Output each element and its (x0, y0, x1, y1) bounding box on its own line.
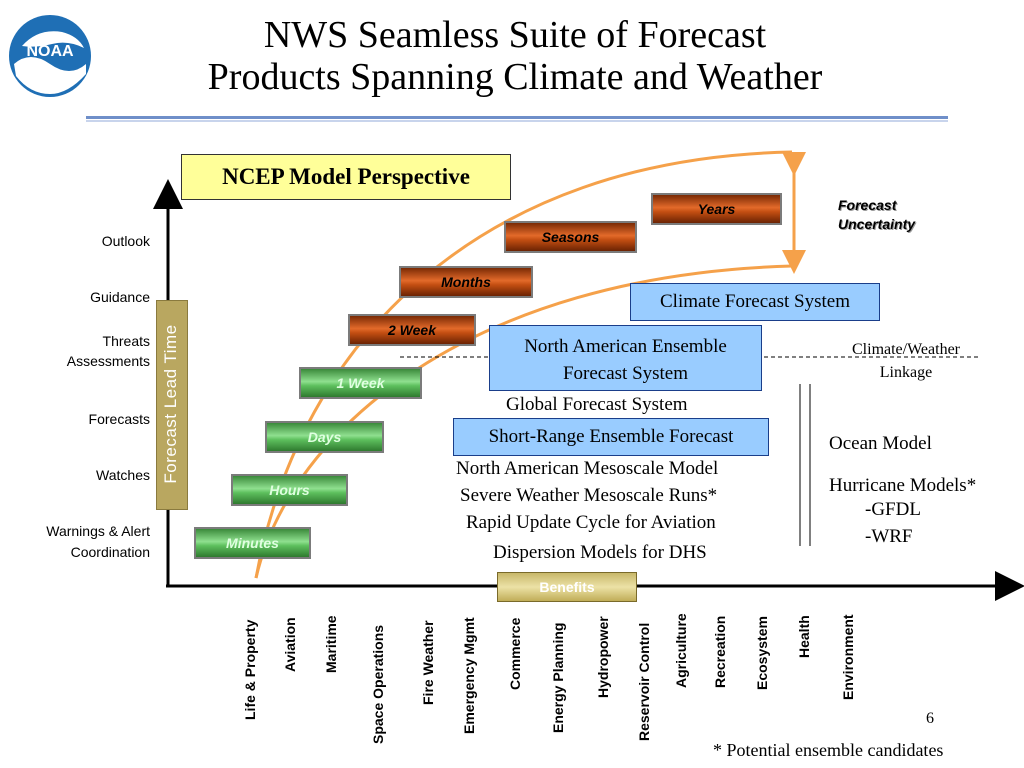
y-label-guidance: Guidance (90, 289, 150, 305)
model-box-naefs: North American Ensemble Forecast System (489, 325, 762, 391)
time-box-2-week: 2 Week (348, 314, 476, 346)
y-label-coordination: Coordination (70, 544, 150, 560)
benefit-reservoir-control: Reservoir Control (636, 622, 652, 741)
footnote: * Potential ensemble candidates (713, 740, 944, 760)
time-box-years: Years (651, 193, 782, 225)
slide-title: NWS Seamless Suite of Forecast Products … (100, 14, 930, 98)
forecast-uncertainty-line-2: Uncertainty (838, 216, 916, 232)
model-ocean: Ocean Model (829, 433, 932, 454)
page-number: 6 (926, 710, 934, 727)
model-dispersion: Dispersion Models for DHS (493, 542, 707, 563)
y-label-forecasts: Forecasts (88, 411, 150, 427)
model-gfs: Global Forecast System (506, 394, 688, 415)
model-box-cfs: Climate Forecast System (630, 283, 880, 321)
benefit-health: Health (796, 615, 812, 658)
linkage-line-1: Climate/Weather (852, 341, 960, 358)
benefit-aviation: Aviation (282, 617, 298, 672)
time-box-hours: Hours (231, 474, 348, 506)
forecast-lead-time-bar (156, 300, 188, 510)
noaa-logo-icon: NOAA (9, 15, 91, 97)
benefit-ecosystem: Ecosystem (754, 616, 770, 690)
title-rule (86, 116, 948, 119)
model-wrf: -WRF (865, 526, 913, 547)
forecast-uncertainty-line-1: Forecast (838, 197, 897, 213)
benefit-life-property: Life & Property (242, 619, 258, 720)
benefit-recreation: Recreation (712, 615, 728, 688)
y-label-assessments: Assessments (66, 353, 150, 369)
y-label-warnings: Warnings & Alert (46, 523, 150, 539)
forecast-uncertainty-label: Forecast Uncertainty (838, 196, 915, 234)
title-line-2: Products Spanning Climate and Weather (207, 56, 823, 98)
y-label-threats: Threats (102, 333, 150, 349)
time-box-months: Months (399, 266, 533, 298)
y-label-watches: Watches (96, 467, 150, 483)
benefit-agriculture: Agriculture (673, 613, 689, 688)
benefit-hydropower: Hydropower (595, 616, 611, 698)
linkage-line-2: Linkage (879, 364, 933, 381)
model-gfdl: -GFDL (865, 499, 921, 520)
time-box-1-week: 1 Week (299, 367, 422, 399)
benefit-emergency-mgmt: Emergency Mgmt (461, 617, 477, 734)
model-nam: North American Mesoscale Model (456, 458, 719, 479)
model-ruc: Rapid Update Cycle for Aviation (466, 512, 716, 533)
time-box-days: Days (265, 421, 384, 453)
time-box-minutes: Minutes (194, 527, 311, 559)
title-rule-shadow (86, 120, 948, 122)
y-label-outlook: Outlook (101, 233, 150, 249)
model-severe: Severe Weather Mesoscale Runs* (460, 485, 718, 506)
benefit-maritime: Maritime (323, 615, 339, 673)
ncep-perspective-box: NCEP Model Perspective (181, 154, 511, 200)
benefit-energy-planning: Energy Planning (550, 622, 566, 733)
logo-text: NOAA (26, 43, 74, 60)
title-line-1: NWS Seamless Suite of Forecast (263, 14, 767, 56)
model-box-sref: Short-Range Ensemble Forecast (453, 418, 769, 456)
benefits-label: Benefits (497, 572, 637, 602)
climate-weather-linkage: Climate/Weather Linkage (826, 338, 986, 384)
benefit-commerce: Commerce (507, 617, 523, 690)
benefit-fire-weather: Fire Weather (420, 620, 436, 705)
model-hurricane: Hurricane Models* (829, 475, 977, 496)
forecast-lead-time-label: Forecast Lead Time (161, 324, 180, 484)
naefs-line-1: North American Ensemble (524, 336, 727, 357)
benefit-space-operations: Space Operations (370, 624, 386, 744)
time-box-seasons: Seasons (504, 221, 637, 253)
benefit-environment: Environment (840, 614, 856, 700)
naefs-line-2: Forecast System (562, 363, 689, 384)
